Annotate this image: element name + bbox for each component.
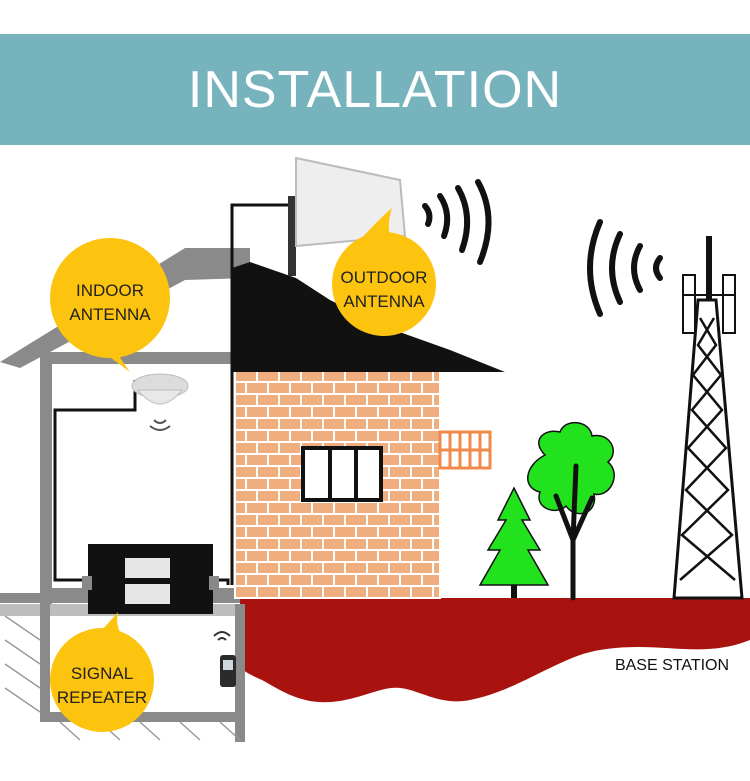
roof (232, 262, 505, 372)
base-station-tower (672, 236, 744, 600)
callout-outdoor-line2: ANTENNA (343, 292, 425, 311)
indoor-antenna (131, 373, 189, 431)
callout-repeater-line2: REPEATER (57, 688, 147, 707)
callout-outdoor-antenna: OUTDOOR ANTENNA (332, 208, 436, 336)
base-station-label: BASE STATION (615, 657, 729, 674)
phone-icon (213, 631, 236, 687)
pine-tree (478, 486, 550, 598)
callout-outdoor-line1: OUTDOOR (341, 268, 428, 287)
callout-signal-repeater: SIGNAL REPEATER (50, 612, 154, 732)
signal-repeater (82, 544, 219, 614)
title-banner: INSTALLATION (0, 34, 750, 145)
window (301, 446, 383, 502)
tower-signal-icon (587, 219, 663, 317)
leafy-tree (527, 422, 615, 601)
balcony (438, 430, 492, 470)
callout-indoor-line2: ANTENNA (69, 305, 151, 324)
callout-repeater-line1: SIGNAL (71, 664, 133, 683)
page-title: INSTALLATION (187, 60, 563, 119)
callout-indoor-antenna: INDOOR ANTENNA (50, 238, 170, 372)
ground (240, 598, 750, 703)
antenna-signal-icon (422, 179, 492, 265)
callout-indoor-line1: INDOOR (76, 281, 144, 300)
brick-house (232, 262, 505, 599)
